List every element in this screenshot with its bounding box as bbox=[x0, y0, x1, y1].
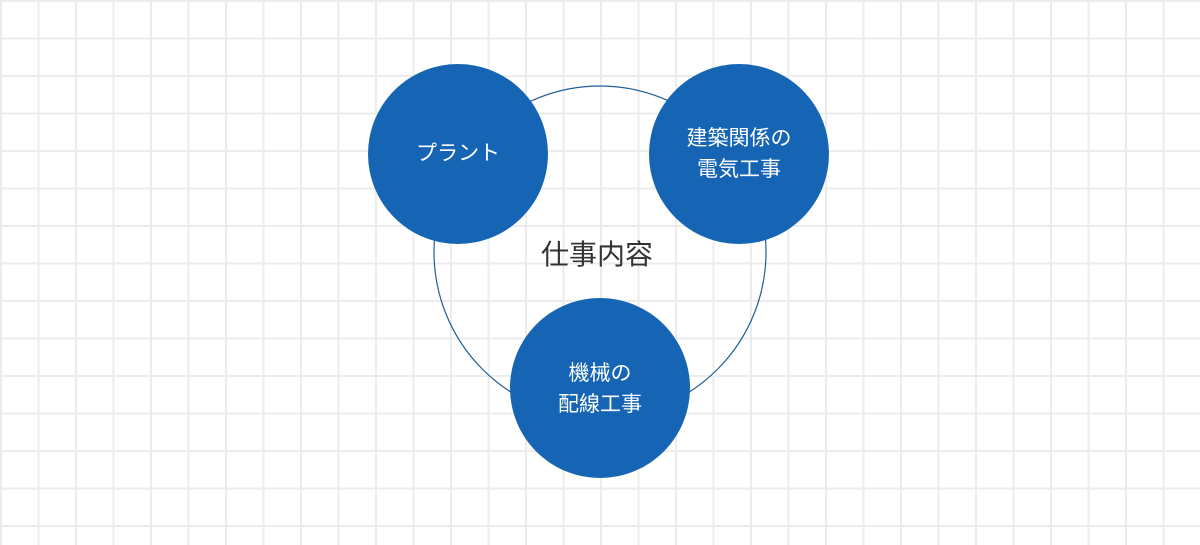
node-plant-circle bbox=[368, 64, 548, 244]
node-plant-label: プラント bbox=[416, 141, 500, 165]
node-machine-wiring-label-line1: 機械の bbox=[569, 361, 632, 385]
node-building-electrical: 建築関係の 電気工事 bbox=[649, 64, 829, 244]
node-plant: プラント bbox=[368, 64, 548, 244]
node-machine-wiring-circle bbox=[510, 298, 690, 478]
node-building-electrical-label-line2: 電気工事 bbox=[697, 157, 781, 181]
center-title: 仕事内容 bbox=[541, 238, 653, 271]
node-building-electrical-circle bbox=[649, 64, 829, 244]
node-machine-wiring-label-line2: 配線工事 bbox=[558, 392, 642, 416]
node-machine-wiring: 機械の 配線工事 bbox=[510, 298, 690, 478]
node-building-electrical-label-line1: 建築関係の bbox=[687, 126, 792, 150]
